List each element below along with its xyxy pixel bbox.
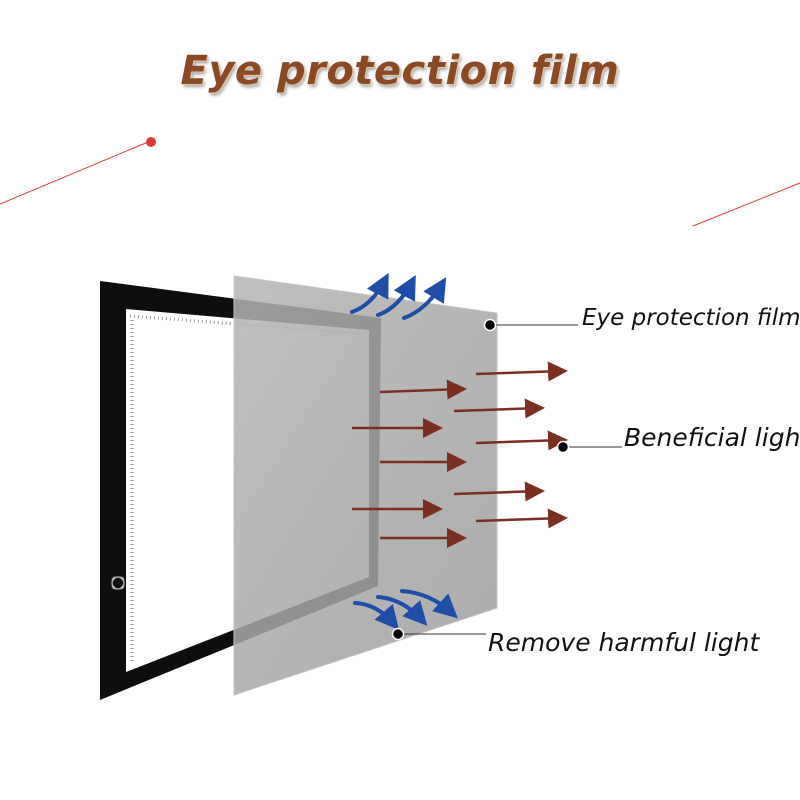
callout-remove — [391, 627, 486, 641]
beneficial-arrow — [379, 379, 467, 400]
beneficial-arrow — [453, 398, 545, 419]
beneficial-arrow — [475, 430, 568, 451]
harmful-arrow — [402, 277, 447, 320]
harmful-arrow — [376, 274, 416, 317]
eye-protection-film — [233, 275, 498, 696]
beneficial-arrow — [453, 481, 545, 502]
harmful-arrow — [350, 272, 389, 314]
harmful-arrow — [400, 589, 458, 619]
callout-beneficial — [556, 440, 622, 454]
label-beneficial-light: Beneficial light — [624, 423, 800, 452]
label-remove-harmful-light: Remove harmful light — [488, 628, 760, 657]
beneficial-arrows — [352, 361, 568, 548]
label-eye-protection-film: Eye protection film — [582, 305, 800, 331]
callout-film — [483, 318, 578, 332]
beneficial-arrow — [475, 361, 568, 382]
beneficial-arrow — [475, 508, 568, 529]
harmful-arrow — [376, 595, 428, 626]
harmful-arrows-top — [350, 272, 447, 320]
decor-dot — [146, 137, 156, 147]
harmful-arrows-bottom — [353, 589, 458, 631]
decor-line-left — [0, 141, 149, 205]
decor-line-right — [692, 182, 800, 227]
page-title: Eye protection film — [180, 48, 620, 94]
harmful-arrow — [353, 601, 400, 631]
